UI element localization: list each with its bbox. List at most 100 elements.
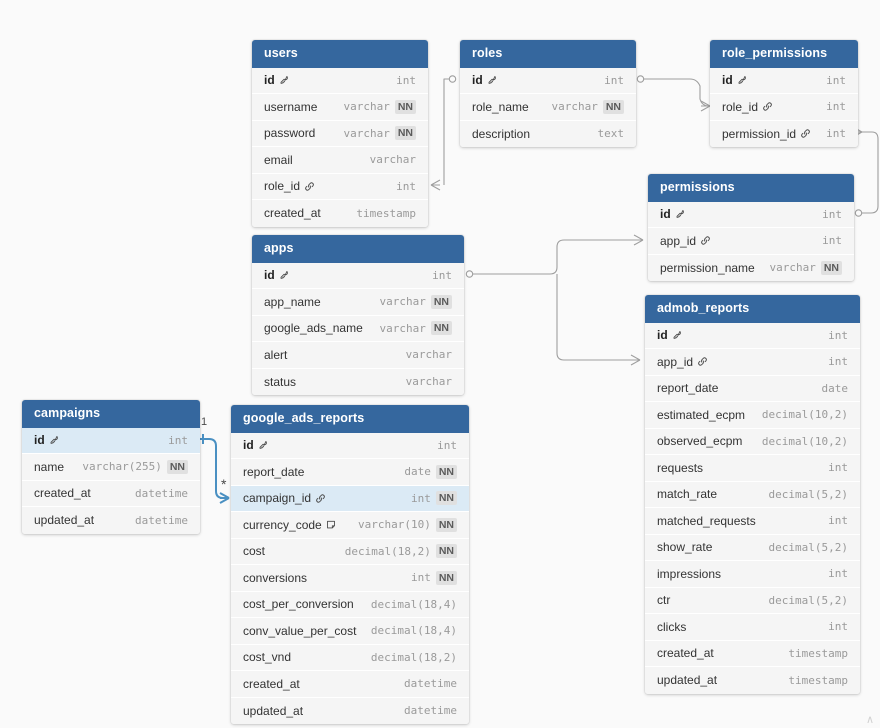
column-name: status xyxy=(264,374,297,389)
primary-key-icon xyxy=(279,270,290,281)
column-type: int xyxy=(826,73,846,87)
table-title-google_ads_reports[interactable]: google_ads_reports xyxy=(231,405,469,433)
column-type: varchar xyxy=(769,261,816,275)
column-name: created_at xyxy=(34,486,91,501)
column-type: varchar xyxy=(551,100,598,114)
column-name: role_name xyxy=(472,99,529,114)
table-title-users[interactable]: users xyxy=(252,40,428,68)
table-title-permissions[interactable]: permissions xyxy=(648,174,854,202)
column-type: datetime xyxy=(404,704,457,718)
column-type: int xyxy=(432,268,452,282)
table-title-apps[interactable]: apps xyxy=(252,235,464,263)
column-type: date xyxy=(821,381,849,395)
column-row[interactable]: created_at datetime xyxy=(22,480,200,507)
column-name: updated_at xyxy=(243,703,304,718)
column-type: varchar xyxy=(405,375,452,389)
column-type: int xyxy=(410,571,431,585)
column-type: decimal(18,2) xyxy=(344,544,431,558)
column-name: name xyxy=(34,459,65,474)
column-row[interactable]: updated_at datetime xyxy=(231,697,469,724)
column-row[interactable]: status varchar xyxy=(252,368,464,395)
column-type: int xyxy=(604,73,624,87)
column-name: google_ads_name xyxy=(264,321,363,336)
not-null-badge: NN xyxy=(394,99,416,114)
not-null-badge: NN xyxy=(430,294,452,309)
edge-label-many: * xyxy=(221,476,227,492)
column-name: password xyxy=(264,126,316,141)
foreign-key-icon xyxy=(800,128,811,139)
table-title-roles[interactable]: roles xyxy=(460,40,636,68)
column-name: cost_per_conversion xyxy=(243,597,354,612)
column-name: app_name xyxy=(264,294,321,309)
column-type: varchar xyxy=(369,153,416,167)
foreign-key-icon xyxy=(304,181,315,192)
column-type: int xyxy=(828,514,848,528)
table-title-role_permissions[interactable]: role_permissions xyxy=(710,40,858,68)
column-name: id xyxy=(34,433,45,448)
column-type: datetime xyxy=(135,486,188,500)
column-type: timestamp xyxy=(788,673,848,687)
foreign-key-icon xyxy=(697,356,708,367)
table-title-campaigns[interactable]: campaigns xyxy=(22,400,200,428)
column-name: requests xyxy=(657,460,704,475)
column-name: role_id xyxy=(264,179,301,194)
table-title-admob_reports[interactable]: admob_reports xyxy=(645,295,860,323)
column-type: int xyxy=(822,207,842,221)
